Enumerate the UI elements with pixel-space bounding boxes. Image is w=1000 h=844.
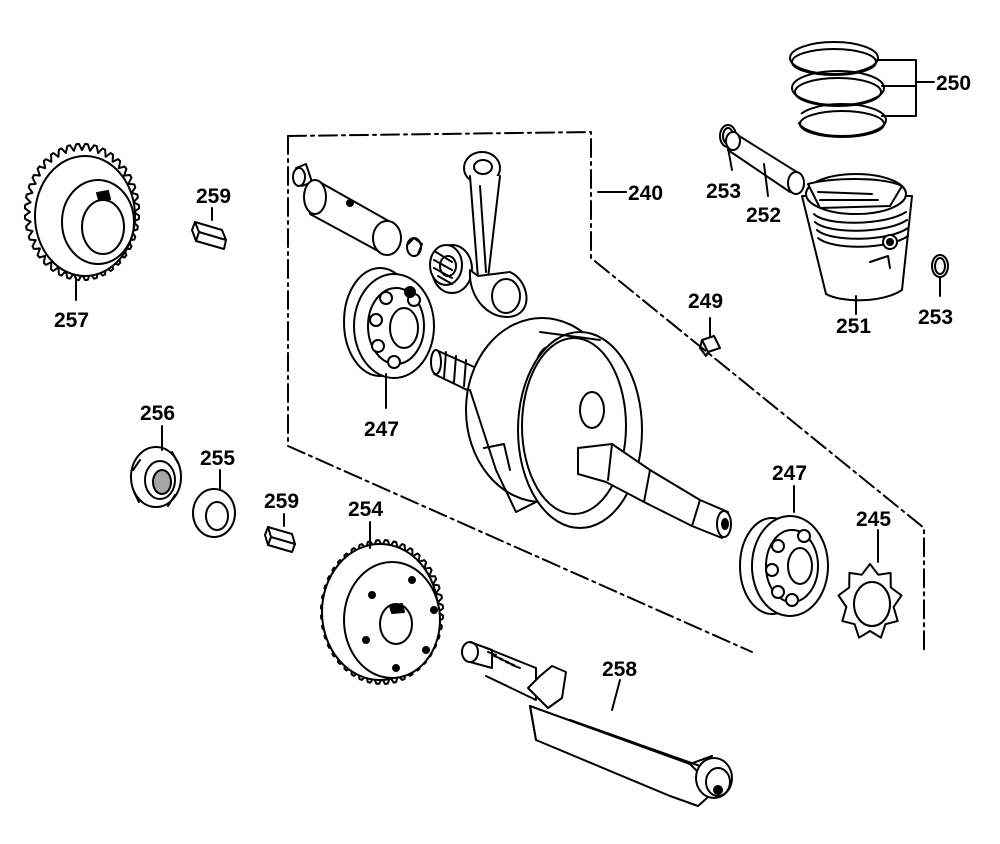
callout-259-bottom: 259 (264, 490, 299, 513)
balancer-shaft-258 (461, 641, 733, 807)
callout-254: 254 (348, 498, 383, 521)
woodruff-key-259-bottom (264, 526, 296, 553)
woodruff-key-259-top (191, 221, 227, 250)
callout-247-right: 247 (772, 462, 807, 485)
piston-rings-250 (789, 41, 887, 138)
drive-gear-254 (320, 539, 444, 685)
lock-nut-256 (130, 446, 182, 508)
callout-247-left: 247 (364, 418, 399, 441)
callout-257: 257 (54, 309, 89, 332)
assembly-boundary-line (287, 131, 925, 651)
callout-labels: 250 240 253 252 251 253 249 247 247 245 … (54, 72, 971, 681)
connecting-rod (463, 151, 528, 318)
timing-gear-257 (23, 142, 141, 282)
callout-253-left: 253 (706, 180, 741, 203)
leader-lines (75, 59, 941, 711)
crankshaft-assembly (430, 317, 732, 539)
circlip-253-right (931, 254, 949, 278)
callout-252: 252 (746, 204, 781, 227)
callout-251: 251 (836, 315, 871, 338)
woodruff-key-249 (699, 335, 721, 357)
callout-249: 249 (688, 290, 723, 313)
cam-sprocket-245 (837, 563, 903, 639)
piston-251 (801, 173, 913, 302)
callout-255: 255 (200, 447, 235, 470)
callout-259-top: 259 (196, 185, 231, 208)
needle-bearing (429, 244, 473, 294)
callout-245: 245 (856, 508, 891, 531)
callout-253-right: 253 (918, 306, 953, 329)
ball-bearing-247-right (739, 515, 829, 617)
crank-pin-bushing (406, 237, 423, 257)
callout-250: 250 (936, 72, 971, 95)
washer-255 (192, 488, 236, 538)
callout-256: 256 (140, 402, 175, 425)
ball-bearing-247-left (343, 267, 435, 379)
assembly-boundary-line-left (287, 135, 753, 653)
callout-240: 240 (628, 182, 663, 205)
crank-pin (292, 163, 402, 256)
callout-258: 258 (602, 658, 637, 681)
